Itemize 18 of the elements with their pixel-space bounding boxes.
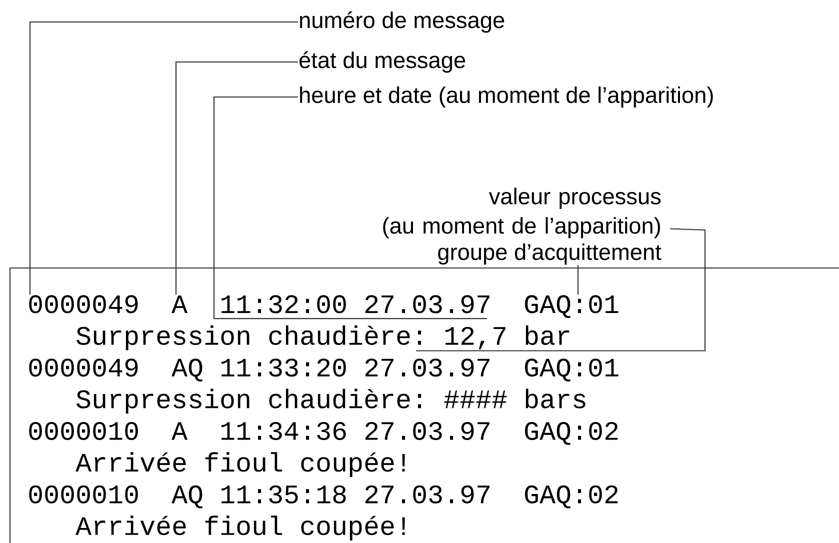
leader-line [29,21,298,295]
log-line: Arrivée fioul coupée! [76,452,405,478]
log-line: 0000010 A 11:34:36 27.03.97 GAQ:02 [29,422,618,445]
callout-text: état du message [300,51,466,73]
log-line: 0000049 A 11:32:00 27.03.97 GAQ:01 [29,295,618,318]
callout-text: valeur processus (au moment de l’apparition) [383,188,661,238]
callout-text: heure et date (au moment de l’apparition) [300,86,713,108]
log-line: Surpression chaudière: 12,7 bar [76,325,570,350]
callout-text: numéro de message [300,11,504,33]
log-line: 0000049 AQ 11:33:20 27.03.97 GAQ:01 [29,358,618,382]
leader-line [213,96,487,320]
leader-line [416,228,706,352]
log-line: Arrivée fioul coupée! [76,516,405,540]
leader-line [175,61,298,295]
leader-line [577,265,579,295]
log-line: 0000010 AQ 11:35:18 27.03.97 GAQ:02 [29,485,618,508]
callout-text: groupe d’acquittement [438,243,662,265]
log-line: Surpression chaudière: #### bars [76,388,586,414]
